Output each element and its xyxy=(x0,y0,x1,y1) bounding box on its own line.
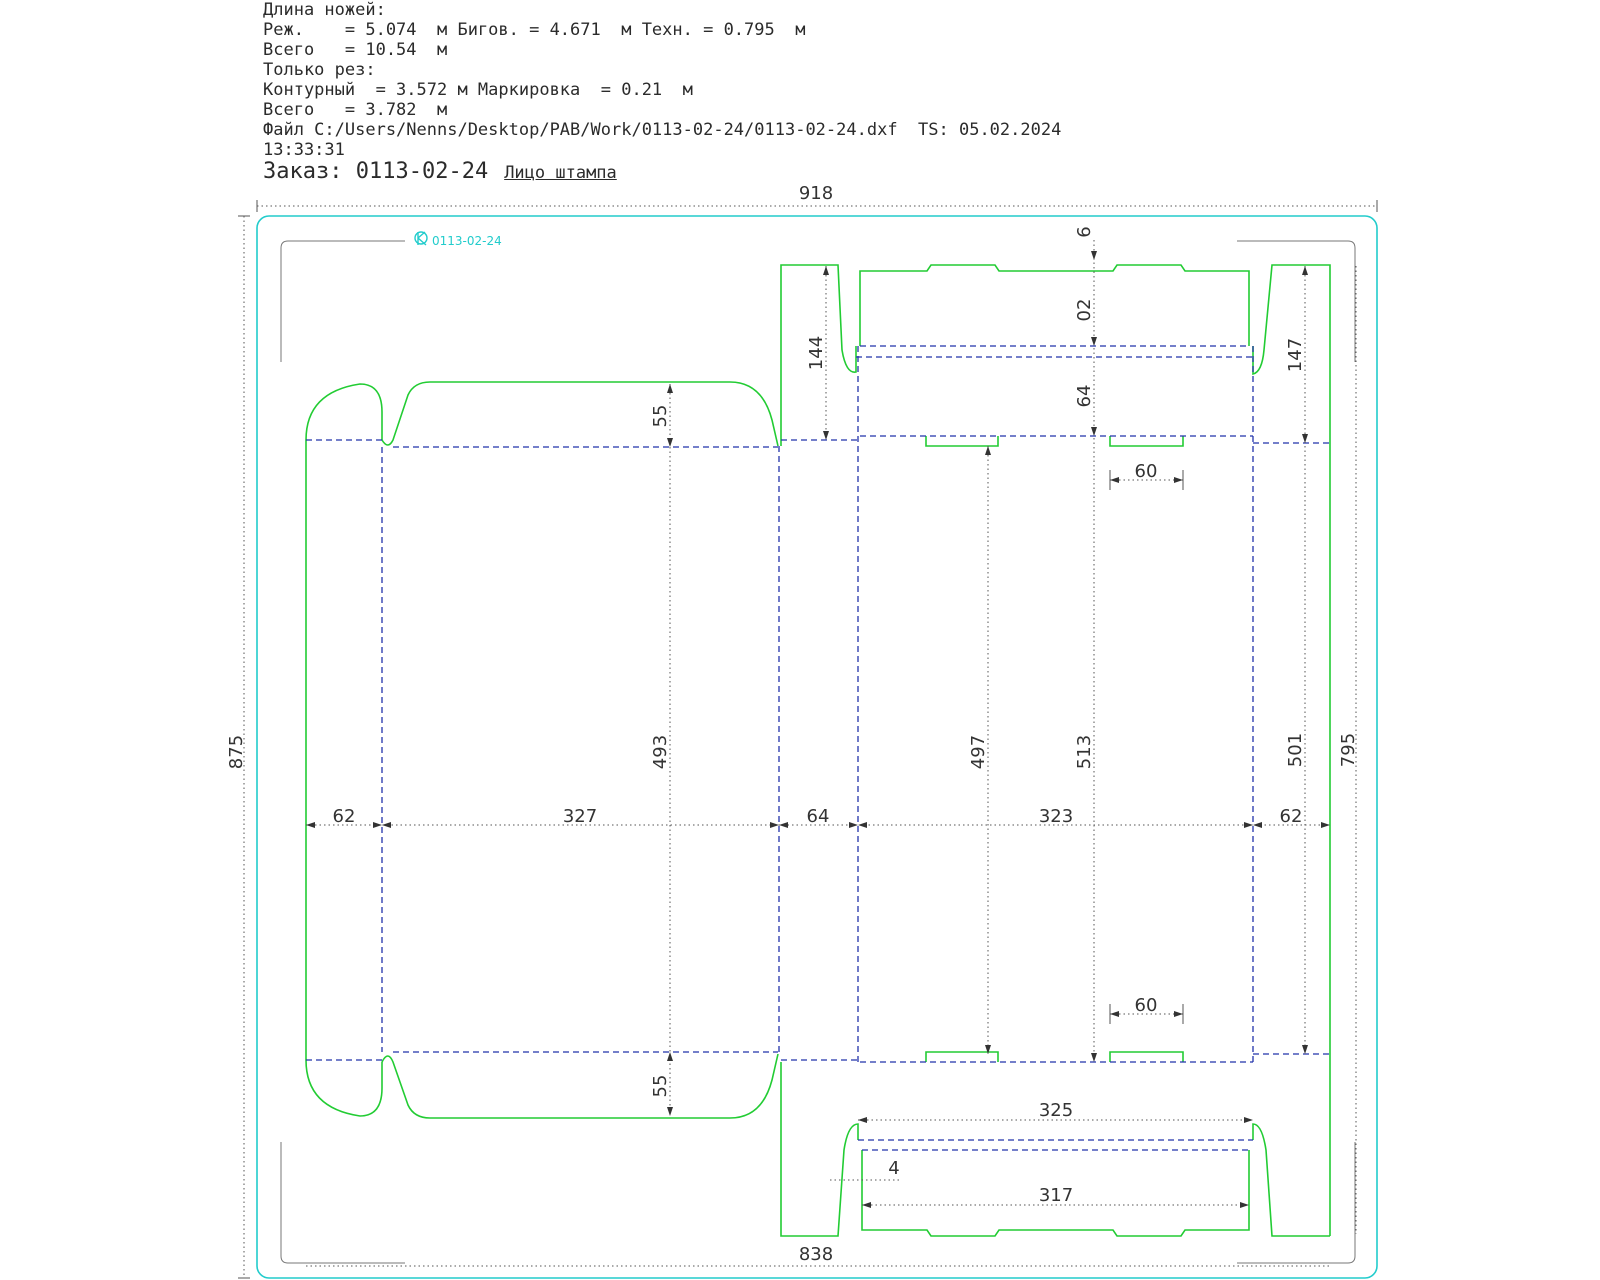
dim-top-dust-flap: 144 xyxy=(806,336,827,370)
dim-line xyxy=(1110,479,1183,1015)
dim-front-height: 493 xyxy=(650,735,671,769)
knife-length-header: Длина ножей: Реж. = 5.074 м Бигов. = 4.6… xyxy=(263,0,1061,160)
dim-lid-side: 64 xyxy=(1074,385,1095,408)
dim-bottom-inner: 317 xyxy=(1039,1185,1073,1206)
corner-mark xyxy=(280,240,405,362)
dust-flap-cut xyxy=(780,264,857,446)
crease-top xyxy=(306,435,1330,448)
dim-right-top: 147 xyxy=(1285,338,1306,372)
dim-lid-depth: 02 xyxy=(1074,299,1095,322)
dim-die-height: 795 xyxy=(1338,733,1359,767)
order-label: Заказ: xyxy=(263,159,343,184)
dim-slot-top: 60 xyxy=(1135,461,1158,482)
dim-back-height: 513 xyxy=(1074,735,1095,769)
header-line: Только рез: xyxy=(263,60,376,80)
header-line: Всего = 3.782 м xyxy=(263,100,448,120)
corner-mark xyxy=(1237,1142,1356,1264)
dim-ext xyxy=(238,215,250,1279)
dim-bottom-width: 325 xyxy=(1039,1100,1073,1121)
dim-ext xyxy=(1109,470,1184,1024)
order-number: 0113-02-24 xyxy=(355,159,489,184)
crease-bottom-panel xyxy=(858,1139,1253,1151)
dim-line xyxy=(858,1119,1253,1206)
dim-arrows xyxy=(306,251,1330,1208)
header-line: 13:33:31 xyxy=(263,140,345,160)
corner-mark xyxy=(280,1142,405,1264)
dim-die-width: 838 xyxy=(799,1244,833,1265)
dim-right-height: 501 xyxy=(1285,733,1306,767)
header-line: Всего = 10.54 м xyxy=(263,40,448,60)
dim-lid-top-gap: 6 xyxy=(1074,226,1095,237)
dim-ext xyxy=(256,200,1378,212)
header-line: Длина ножей: xyxy=(263,0,386,20)
dim-overall-height: 875 xyxy=(226,735,247,769)
crease-vertical xyxy=(381,346,1254,1062)
header-line: Файл C:/Users/Nenns/Desktop/PAB/Work/011… xyxy=(263,120,1062,140)
dim-side-panel-left: 64 xyxy=(807,806,830,827)
order-line: Заказ: 0113-02-24 Лицо штампа xyxy=(263,159,617,184)
right-flap-cut xyxy=(1252,264,1331,1236)
lid-cut xyxy=(859,264,1250,346)
bottom-tuck-cut xyxy=(381,1053,779,1119)
header-line: Реж. = 5.074 м Бигов. = 4.671 м Техн. = … xyxy=(263,20,806,40)
dust-flap-cut xyxy=(780,1062,859,1237)
dim-back-panel: 323 xyxy=(1039,806,1073,827)
dim-front-panel: 327 xyxy=(563,806,597,827)
slot-cut xyxy=(925,436,1184,447)
dim-bottom-tuck-flap: 55 xyxy=(650,1075,671,1098)
crease-bottom xyxy=(306,1051,1330,1063)
right-flap-cut xyxy=(1252,1123,1330,1237)
glue-flap-cut xyxy=(305,383,383,1117)
slot-cut xyxy=(925,1051,1184,1062)
bottom-cut xyxy=(861,1150,1250,1237)
dim-slot-bottom: 60 xyxy=(1135,995,1158,1016)
dim-left-glue-flap: 62 xyxy=(333,806,356,827)
dim-top-tuck-flap: 55 xyxy=(650,405,671,428)
die-frame xyxy=(256,215,1378,1279)
corner-mark xyxy=(1237,240,1356,362)
dim-right-flap: 62 xyxy=(1280,806,1303,827)
face-label: Лицо штампа xyxy=(504,163,617,183)
top-tuck-cut xyxy=(381,381,779,447)
stamp-mark: 0113-02-24 xyxy=(432,234,502,248)
dim-side-height: 497 xyxy=(968,735,989,769)
dim-overall-width: 918 xyxy=(799,183,833,204)
stamp-logo-icon xyxy=(414,231,428,246)
dim-bottom-offset: 4 xyxy=(888,1158,899,1179)
crease-lid xyxy=(856,345,1253,358)
header-line: Контурный = 3.572 м Маркировка = 0.21 м xyxy=(263,80,693,100)
